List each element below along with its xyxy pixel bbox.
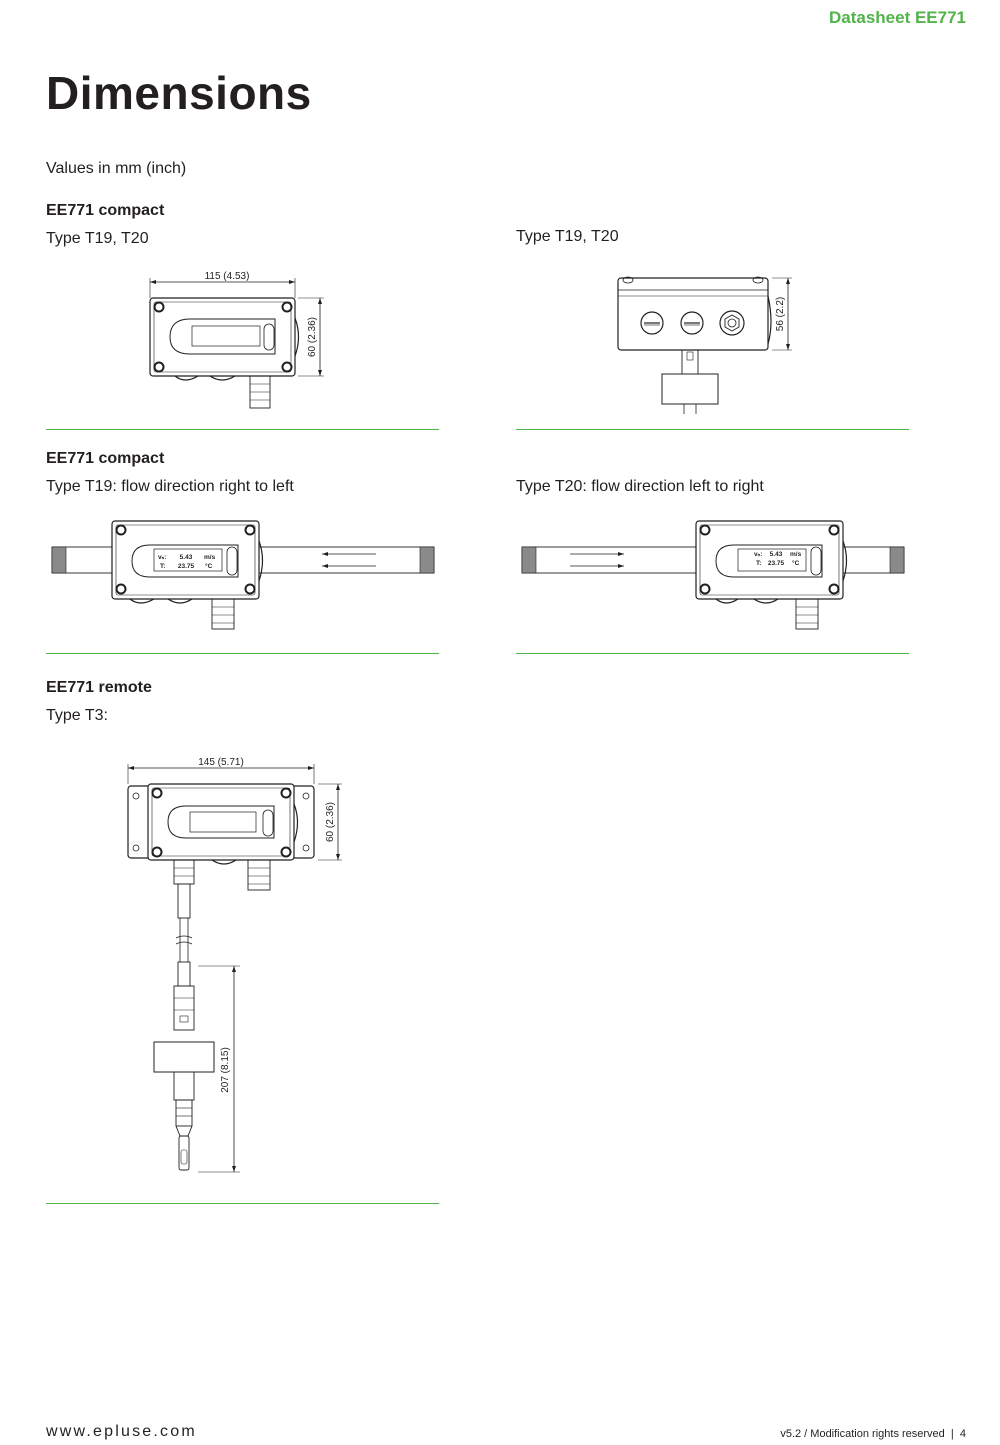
divider-3: [46, 653, 439, 654]
dimension-remote-width: 145 (5.71): [198, 757, 244, 768]
dimension-compact-height: 60 (2.36): [307, 317, 318, 357]
divider-4: [516, 653, 909, 654]
units-note: Values in mm (inch): [46, 160, 187, 177]
section-heading-compact-2: EE771 compact: [46, 450, 165, 467]
section-heading-compact-1: EE771 compact: [46, 202, 165, 219]
display-velocity-value: 5.43: [180, 554, 193, 561]
display-velocity-label: vₙ:: [158, 554, 166, 561]
footer-version: v5.2 / Modification rights reserved | 4: [780, 1428, 966, 1440]
section-heading-remote: EE771 remote: [46, 679, 152, 696]
display-temp-value: 23.75: [178, 563, 195, 570]
display-velocity-value: 5.43: [770, 551, 783, 558]
section-subtitle-compact-1: Type T19, T20: [46, 230, 149, 247]
section-subtitle-side-view: Type T19, T20: [516, 228, 619, 245]
remote-t3-drawing: 145 (5.71) 207 (8.15) 60 (2.36): [127, 757, 342, 1173]
dimension-compact-width: 115 (4.53): [205, 271, 250, 282]
section-subtitle-t3: Type T3:: [46, 707, 108, 724]
t19-duct-drawing: vₙ: 5.43 m/s T: 23.75 °C: [51, 520, 435, 630]
datasheet-label: Datasheet EE771: [828, 8, 966, 27]
display-velocity-unit: m/s: [790, 551, 802, 558]
section-subtitle-t20-flow: Type T20: flow direction left to right: [516, 478, 764, 495]
display-temp-unit: °C: [205, 562, 213, 570]
compact-side-drawing: 56 (2.2): [617, 276, 792, 414]
compact-front-drawing: 115 (4.53) 60 (2.36): [149, 271, 324, 409]
page-title: Dimensions: [46, 67, 312, 119]
dimension-probe-length: 207 (8.15): [220, 1047, 231, 1093]
display-temp-label: T:: [160, 563, 165, 570]
divider-5: [46, 1203, 439, 1204]
divider-1: [46, 429, 439, 430]
dimension-side-height: 56 (2.2): [775, 297, 786, 331]
display-temp-label: T:: [756, 560, 761, 567]
section-subtitle-t19-flow: Type T19: flow direction right to left: [46, 478, 294, 495]
t20-duct-drawing: vₙ: 5.43 m/s T: 23.75 °C: [521, 520, 905, 630]
display-temp-unit: °C: [792, 559, 800, 567]
dimension-remote-height: 60 (2.36): [325, 802, 336, 842]
display-velocity-unit: m/s: [204, 554, 216, 561]
divider-2: [516, 429, 909, 430]
footer-website[interactable]: www.epluse.com: [46, 1423, 197, 1440]
display-temp-value: 23.75: [768, 560, 785, 567]
display-velocity-label: vₙ:: [754, 551, 762, 558]
